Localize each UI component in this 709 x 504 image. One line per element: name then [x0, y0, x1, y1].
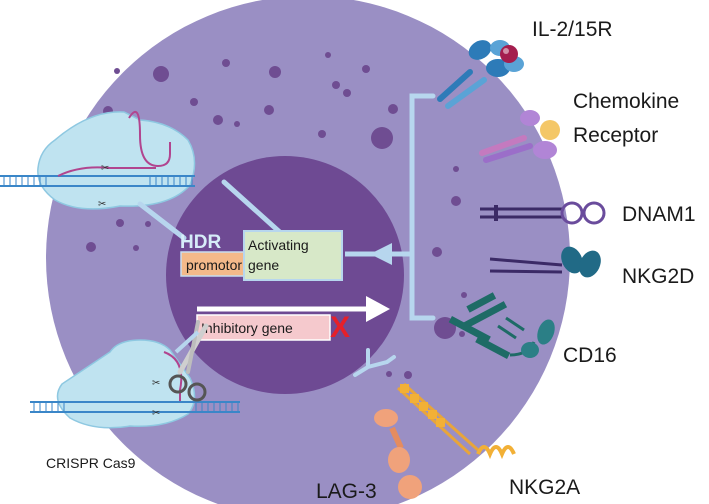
nkg2d-label: NKG2D — [622, 265, 694, 288]
cd16-receptor — [448, 292, 555, 359]
hdr-arrow — [137, 179, 286, 241]
crispr-complex-top: ✂ ✂ — [0, 110, 196, 210]
knockout-arrow — [174, 330, 200, 354]
nkg2a-receptor — [396, 382, 516, 460]
chemokine-receptor — [479, 110, 560, 163]
scissors-icon: ✂ — [152, 408, 160, 419]
inhibitory-gene-box — [196, 314, 331, 341]
nkg2d-receptor — [489, 246, 601, 278]
chemokine-label-line2: Receptor — [573, 124, 658, 147]
activating-label-line1: Activating — [248, 237, 309, 253]
activating-gene-box — [243, 230, 343, 281]
knockout-mark: X — [330, 311, 350, 344]
hdr-label: HDR — [180, 232, 221, 253]
cytoplasm-vesicles — [86, 52, 467, 392]
scissors-icon — [168, 320, 209, 402]
dnam1-receptor — [480, 201, 606, 225]
crispr-complex-bottom: ✂ ✂ — [30, 339, 240, 429]
chemokine-label-line1: Chemokine — [573, 90, 679, 113]
scissors-icon: ✂ — [101, 163, 109, 174]
inhibitory-receptor-bracket — [353, 348, 396, 377]
crispr-cas9-label: CRISPR Cas9 — [46, 455, 136, 471]
cd16-label: CD16 — [563, 344, 617, 367]
nkg2a-label: NKG2A — [509, 476, 580, 499]
scissors-icon: ✂ — [98, 199, 106, 210]
inhibitory-arrow-head — [366, 296, 390, 322]
il2-15r-label: IL-2/15R — [532, 18, 613, 41]
activating-label-line2: gene — [248, 257, 279, 273]
il2-15r-receptor — [437, 40, 524, 109]
scissors-icon: ✂ — [152, 378, 160, 389]
inhibitory-label: Inhibitory gene — [201, 320, 293, 336]
promotor-label: promotor — [186, 257, 242, 273]
lag3-label: LAG-3 — [316, 480, 377, 503]
dnam1-label: DNAM1 — [622, 203, 696, 226]
lag3-receptor — [374, 409, 422, 499]
